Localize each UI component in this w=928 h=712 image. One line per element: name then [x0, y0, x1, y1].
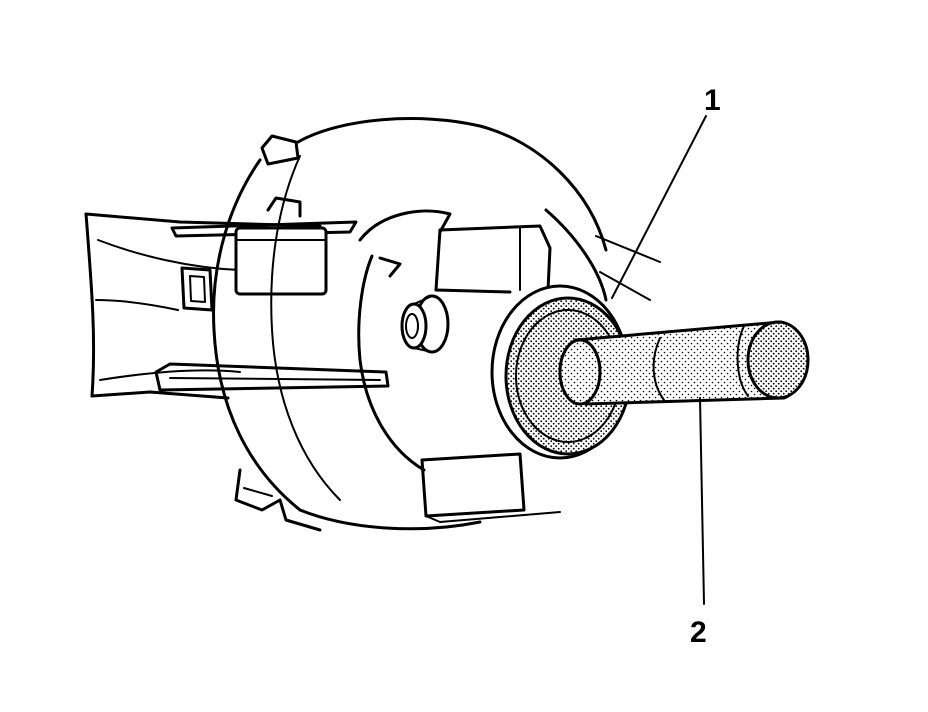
callout-leaders — [611, 115, 707, 605]
lower-mount-bracket — [154, 362, 390, 392]
upper-mount-bracket — [170, 134, 358, 296]
leader-line-2 — [699, 397, 705, 605]
callout-label-2: 2 — [690, 616, 707, 649]
carrier-bolt — [400, 294, 450, 354]
housing-right-edge — [544, 208, 661, 302]
housing-port — [180, 266, 214, 312]
callout-label-1: 1 — [704, 84, 721, 117]
leader-line-1 — [611, 115, 707, 299]
carrier-front-face — [357, 209, 561, 523]
seal-installer-tool — [558, 320, 810, 406]
differential-housing — [212, 117, 608, 532]
